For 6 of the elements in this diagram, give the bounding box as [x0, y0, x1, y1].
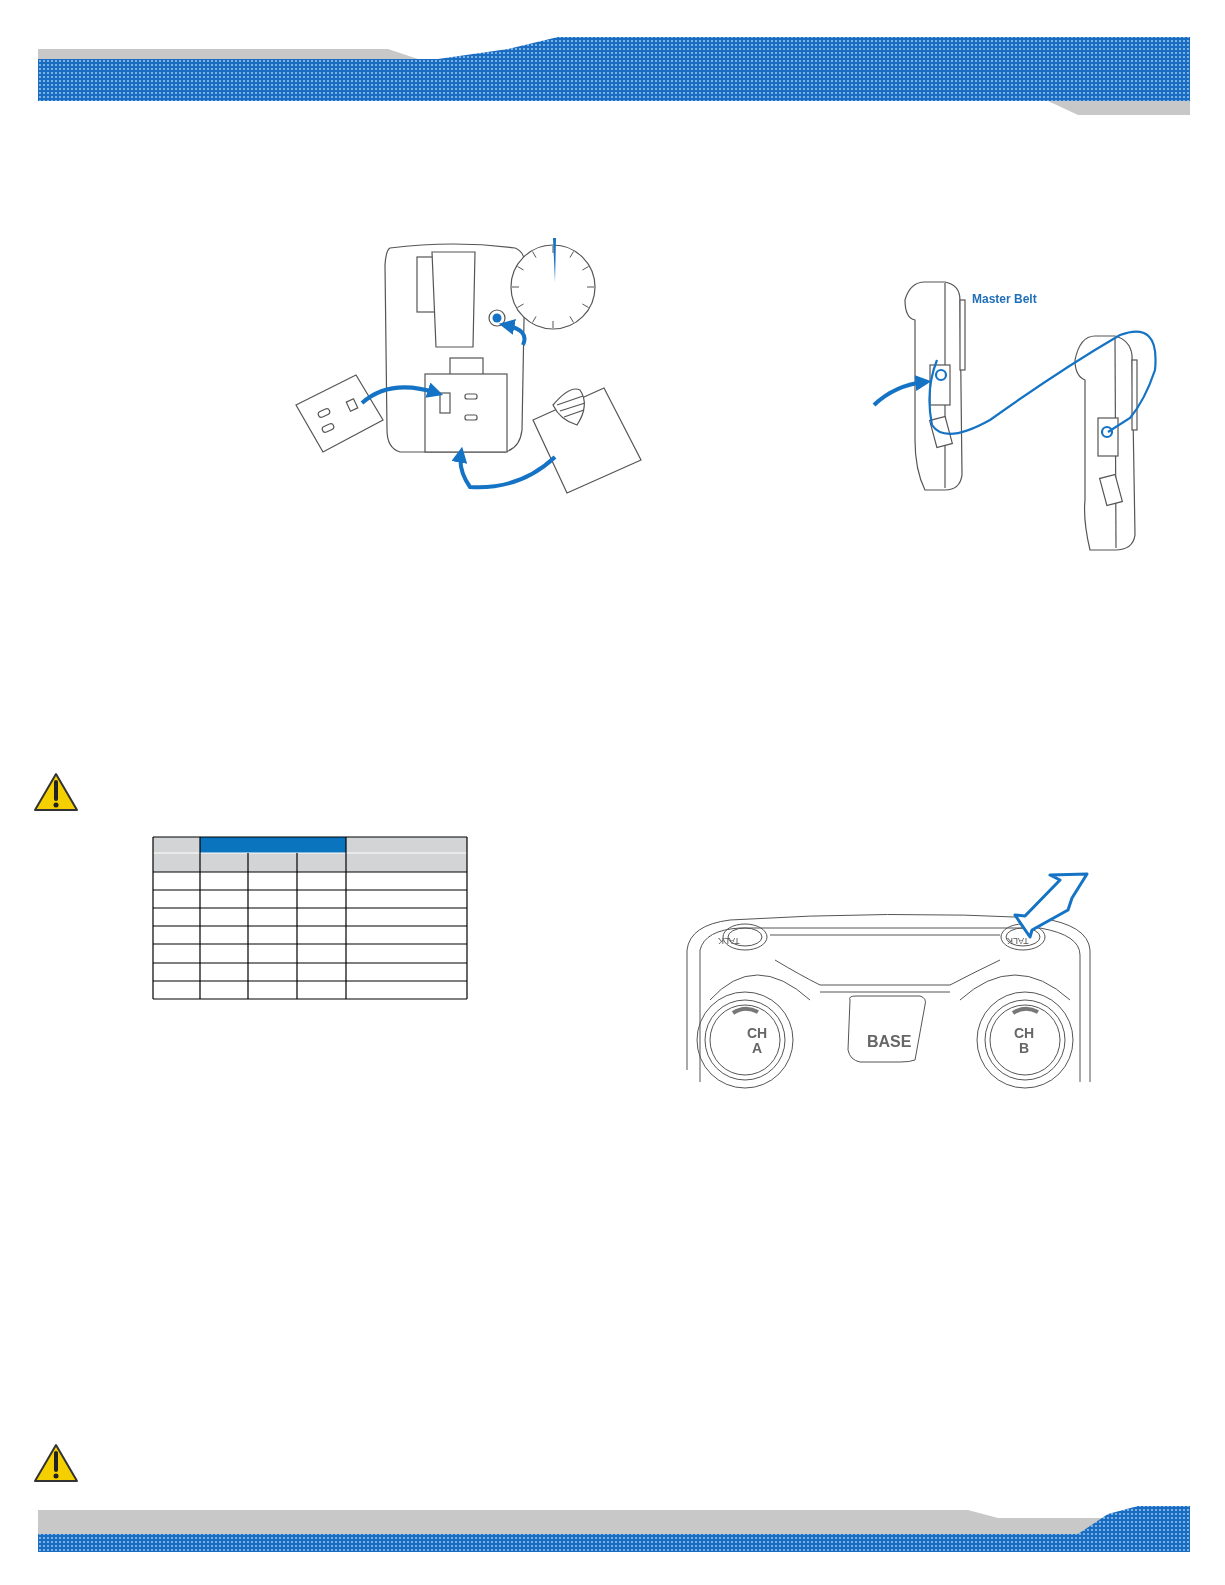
button-label: BASE: [867, 1032, 912, 1052]
knob-label: CH A: [745, 1026, 769, 1056]
button-label: TALK: [1007, 934, 1029, 947]
button-label: TALK: [718, 934, 740, 947]
knob-label: CH B: [1012, 1026, 1036, 1056]
device-label: Master Belt: [972, 291, 1037, 308]
